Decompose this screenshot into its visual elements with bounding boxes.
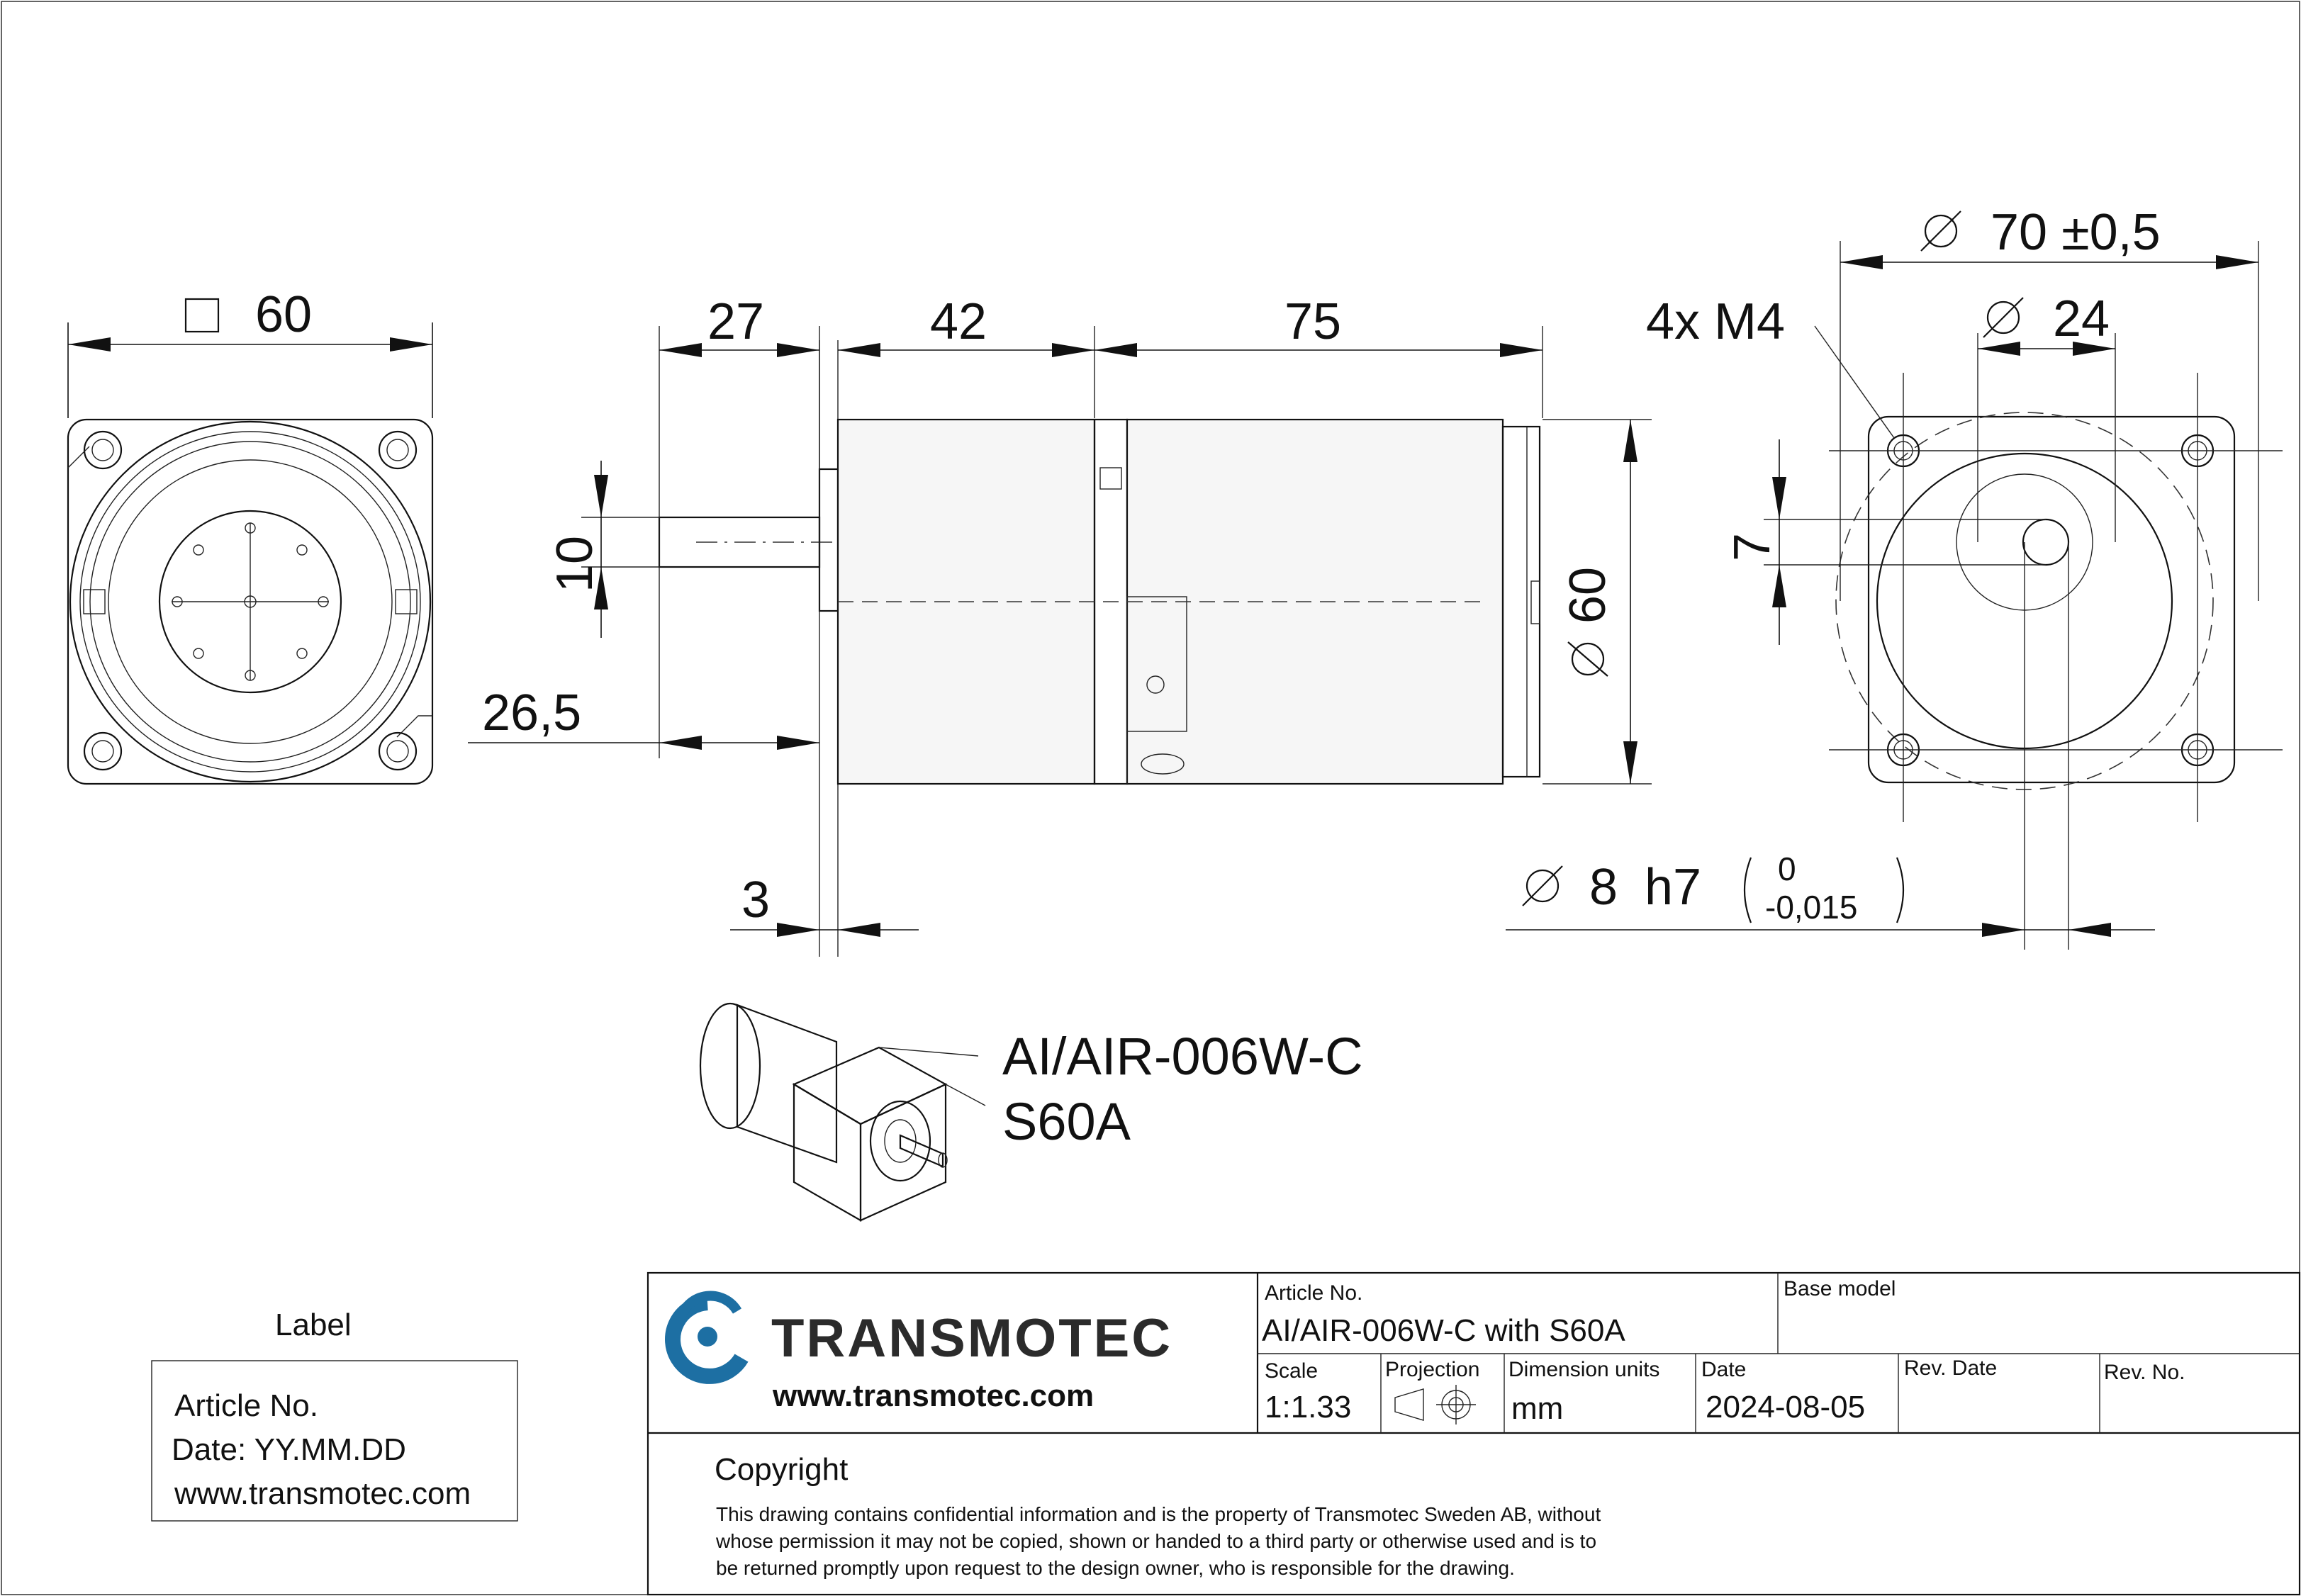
- model-line-1: AI/AIR-006W-C: [1002, 1027, 1363, 1086]
- dim-side-lengths: 27 42 75: [659, 293, 1543, 758]
- side-view: [658, 340, 1541, 957]
- scale-value: 1:1.33: [1265, 1390, 1351, 1424]
- dim-diameter-70: 70 ±0,5: [1840, 204, 2259, 601]
- dim-holes-4xM4: 4x M4: [1646, 293, 1895, 439]
- dim-text-tol-upper: 0: [1778, 850, 1796, 887]
- isometric-view: [699, 1002, 986, 1222]
- model-name: AI/AIR-006W-C S60A: [1002, 1027, 1363, 1151]
- date-value: 2024-08-05: [1706, 1390, 1865, 1424]
- dim-text-10: 10: [547, 536, 603, 592]
- rear-end-view: [67, 418, 434, 785]
- dim-text-42: 42: [930, 293, 987, 350]
- dim-text-26-5: 26,5: [482, 685, 581, 741]
- dim-text-tol-lower: -0,015: [1765, 889, 1857, 926]
- dim-text-27: 27: [707, 293, 764, 350]
- dim-shaft-10: 10: [547, 461, 659, 638]
- label-line-3: www.transmotec.com: [174, 1476, 471, 1511]
- copyright-line-2: whose permission it may not be copied, s…: [715, 1530, 1596, 1552]
- dim-text-diam-60: 60: [1560, 567, 1616, 624]
- dim-diameter-24: 24: [1977, 291, 2116, 542]
- scale-label: Scale: [1265, 1359, 1318, 1383]
- dim-offset-7: 7: [1724, 439, 2046, 645]
- label-line-1: Article No.: [174, 1388, 318, 1423]
- diameter-symbol-icon: [1983, 297, 2024, 338]
- copyright-heading: Copyright: [715, 1452, 848, 1487]
- front-view: [1829, 373, 2283, 950]
- projection-label: Projection: [1385, 1358, 1479, 1381]
- article-no-label: Article No.: [1265, 1281, 1362, 1305]
- dim-units-value: mm: [1511, 1391, 1563, 1426]
- dim-text-7: 7: [1724, 533, 1781, 561]
- dim-offset-26-5: 26,5: [468, 685, 819, 750]
- diameter-symbol-icon: [1567, 641, 1608, 677]
- projection-symbol-icon: [1394, 1385, 1476, 1424]
- dim-diameter-60: 60: [1543, 419, 1652, 785]
- date-label: Date: [1701, 1358, 1746, 1381]
- title-block: TRANSMOTEC www.transmotec.com Article No…: [646, 1271, 2301, 1596]
- dim-text-diam-70: 70 ±0,5: [1991, 204, 2161, 261]
- label-box: Label Article No. Date: YY.MM.DD www.tra…: [151, 1308, 518, 1522]
- dim-flange-3: 3: [730, 872, 919, 937]
- dim-text-4xM4: 4x M4: [1646, 293, 1785, 350]
- model-line-2: S60A: [1002, 1092, 1131, 1151]
- dim-text-3: 3: [741, 872, 770, 928]
- diameter-symbol-icon: [1522, 865, 1563, 906]
- dim-text-square-60: 60: [255, 286, 312, 343]
- dim-units-label: Dimension units: [1508, 1358, 1659, 1381]
- rev-no-label: Rev. No.: [2104, 1361, 2185, 1384]
- dim-square-60: 60: [67, 286, 433, 418]
- dim-text-h7: h7: [1645, 859, 1701, 916]
- dim-text-shaft-8: 8: [1589, 859, 1618, 916]
- dim-shaft-diameter-8: 8 h7 0 -0,015: [1506, 850, 2155, 937]
- rev-date-label: Rev. Date: [1904, 1356, 1997, 1380]
- square-symbol-icon: [184, 298, 220, 333]
- diameter-symbol-icon: [1920, 210, 1961, 252]
- copyright-line-1: This drawing contains confidential infor…: [716, 1503, 1601, 1525]
- label-heading: Label: [275, 1308, 352, 1342]
- copyright-line-3: be returned promptly upon request to the…: [716, 1557, 1515, 1579]
- base-model-label: Base model: [1784, 1277, 1896, 1300]
- brand-website: www.transmotec.com: [772, 1378, 1094, 1413]
- brand-name: TRANSMOTEC: [771, 1308, 1172, 1369]
- article-no-value: AI/AIR-006W-C with S60A: [1262, 1313, 1625, 1348]
- dim-text-diam-24: 24: [2053, 291, 2110, 347]
- transmotec-logo-icon: [665, 1291, 749, 1384]
- dim-text-75: 75: [1284, 293, 1341, 350]
- label-line-2: Date: YY.MM.DD: [172, 1432, 406, 1467]
